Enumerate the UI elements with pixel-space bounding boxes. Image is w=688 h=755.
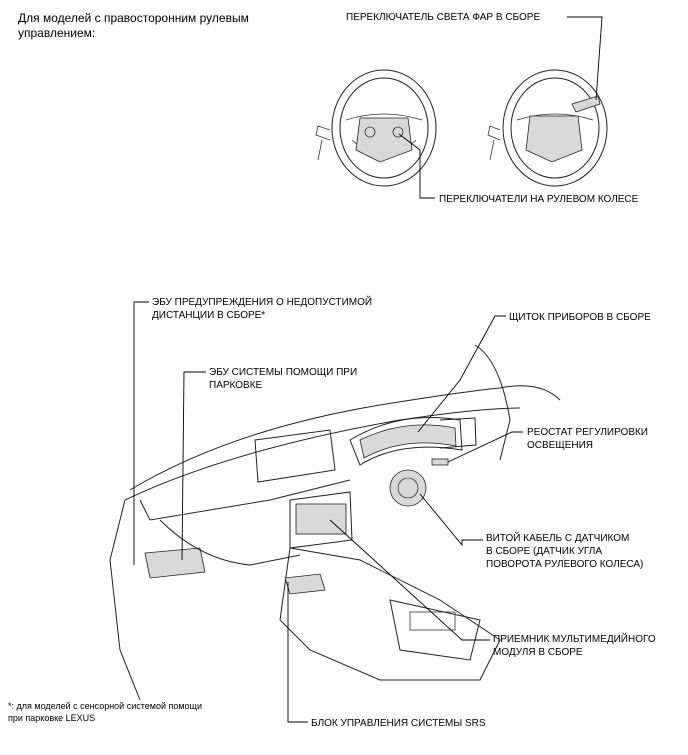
leader-distance-ecu [133,301,149,565]
label-srs-unit: БЛОК УПРАВЛЕНИЯ СИСТЕМЫ SRS [311,718,486,729]
label-multimedia-receiver: ПРИЕМНИК МУЛЬТИМЕДИЙНОГО МОДУЛЯ В СБОРЕ [493,634,656,658]
steering-wheel-left [315,69,437,187]
leader-multimedia-receiver [329,519,490,641]
label-combination-meter: ЩИТОК ПРИБОРОВ В СБОРЕ [509,312,651,323]
leader-parking-ecu [181,371,206,561]
leader-combination-meter [417,315,506,433]
leader-rheostat [447,431,523,463]
label-headlight-switch: ПЕРЕКЛЮЧАТЕЛЬ СВЕТА ФАР В СБОРЕ [346,12,541,23]
label-distance-ecu: ЭБУ ПРЕДУПРЕЖДЕНИЯ О НЕДОПУСТИМОЙ ДИСТАН… [152,297,373,321]
label-rheostat: РЕОСТАТ РЕГУЛИРОВКИ ОСВЕЩЕНИЯ [527,427,648,451]
dashboard-drawing [109,344,561,701]
label-steering-switches: ПЕРЕКЛЮЧАТЕЛИ НА РУЛЕВОМ КОЛЕСЕ [439,194,639,205]
steering-wheel-right [487,69,608,187]
label-spiral-cable: ВИТОЙ КАБЕЛЬ С ДАТЧИКОМ В СБОРЕ (ДАТЧИК … [486,533,644,570]
label-parking-ecu: ЭБУ СИСТЕМЫ ПОМОЩИ ПРИ ПАРКОВКЕ [209,367,358,391]
leader-steering-switches [398,133,435,199]
leader-spiral-cable [419,493,483,547]
leader-srs-unit [287,582,308,723]
footnote: *: для моделей с сенсорной системой помо… [8,701,202,723]
leader-headlight-switch [567,16,603,101]
diagram-heading: Для моделей с правосторонним рулевым упр… [18,11,249,40]
